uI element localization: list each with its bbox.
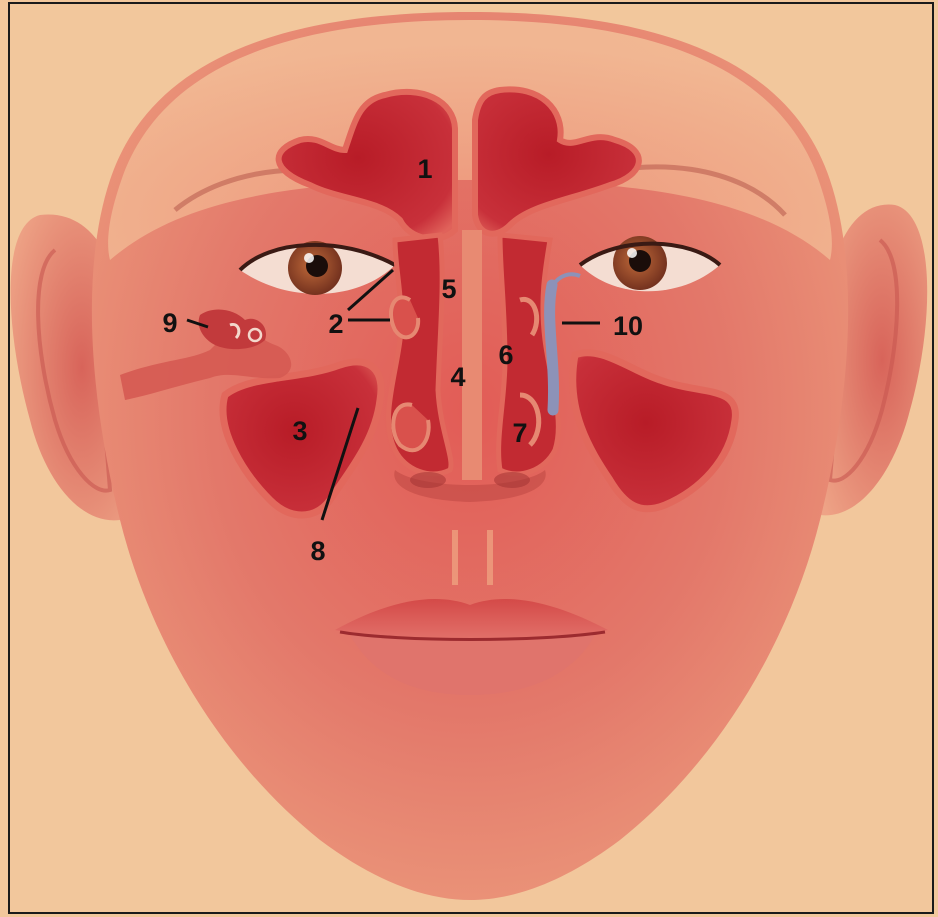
label-8: 8 bbox=[310, 536, 325, 566]
label-9: 9 bbox=[162, 308, 177, 338]
label-1: 1 bbox=[417, 154, 432, 184]
label-10: 10 bbox=[613, 311, 643, 341]
label-7: 7 bbox=[512, 418, 527, 448]
label-4: 4 bbox=[450, 362, 465, 392]
label-3: 3 bbox=[292, 416, 307, 446]
tear-duct-icon bbox=[550, 285, 554, 410]
label-6: 6 bbox=[498, 340, 513, 370]
label-2: 2 bbox=[328, 309, 343, 339]
label-5: 5 bbox=[441, 274, 456, 304]
